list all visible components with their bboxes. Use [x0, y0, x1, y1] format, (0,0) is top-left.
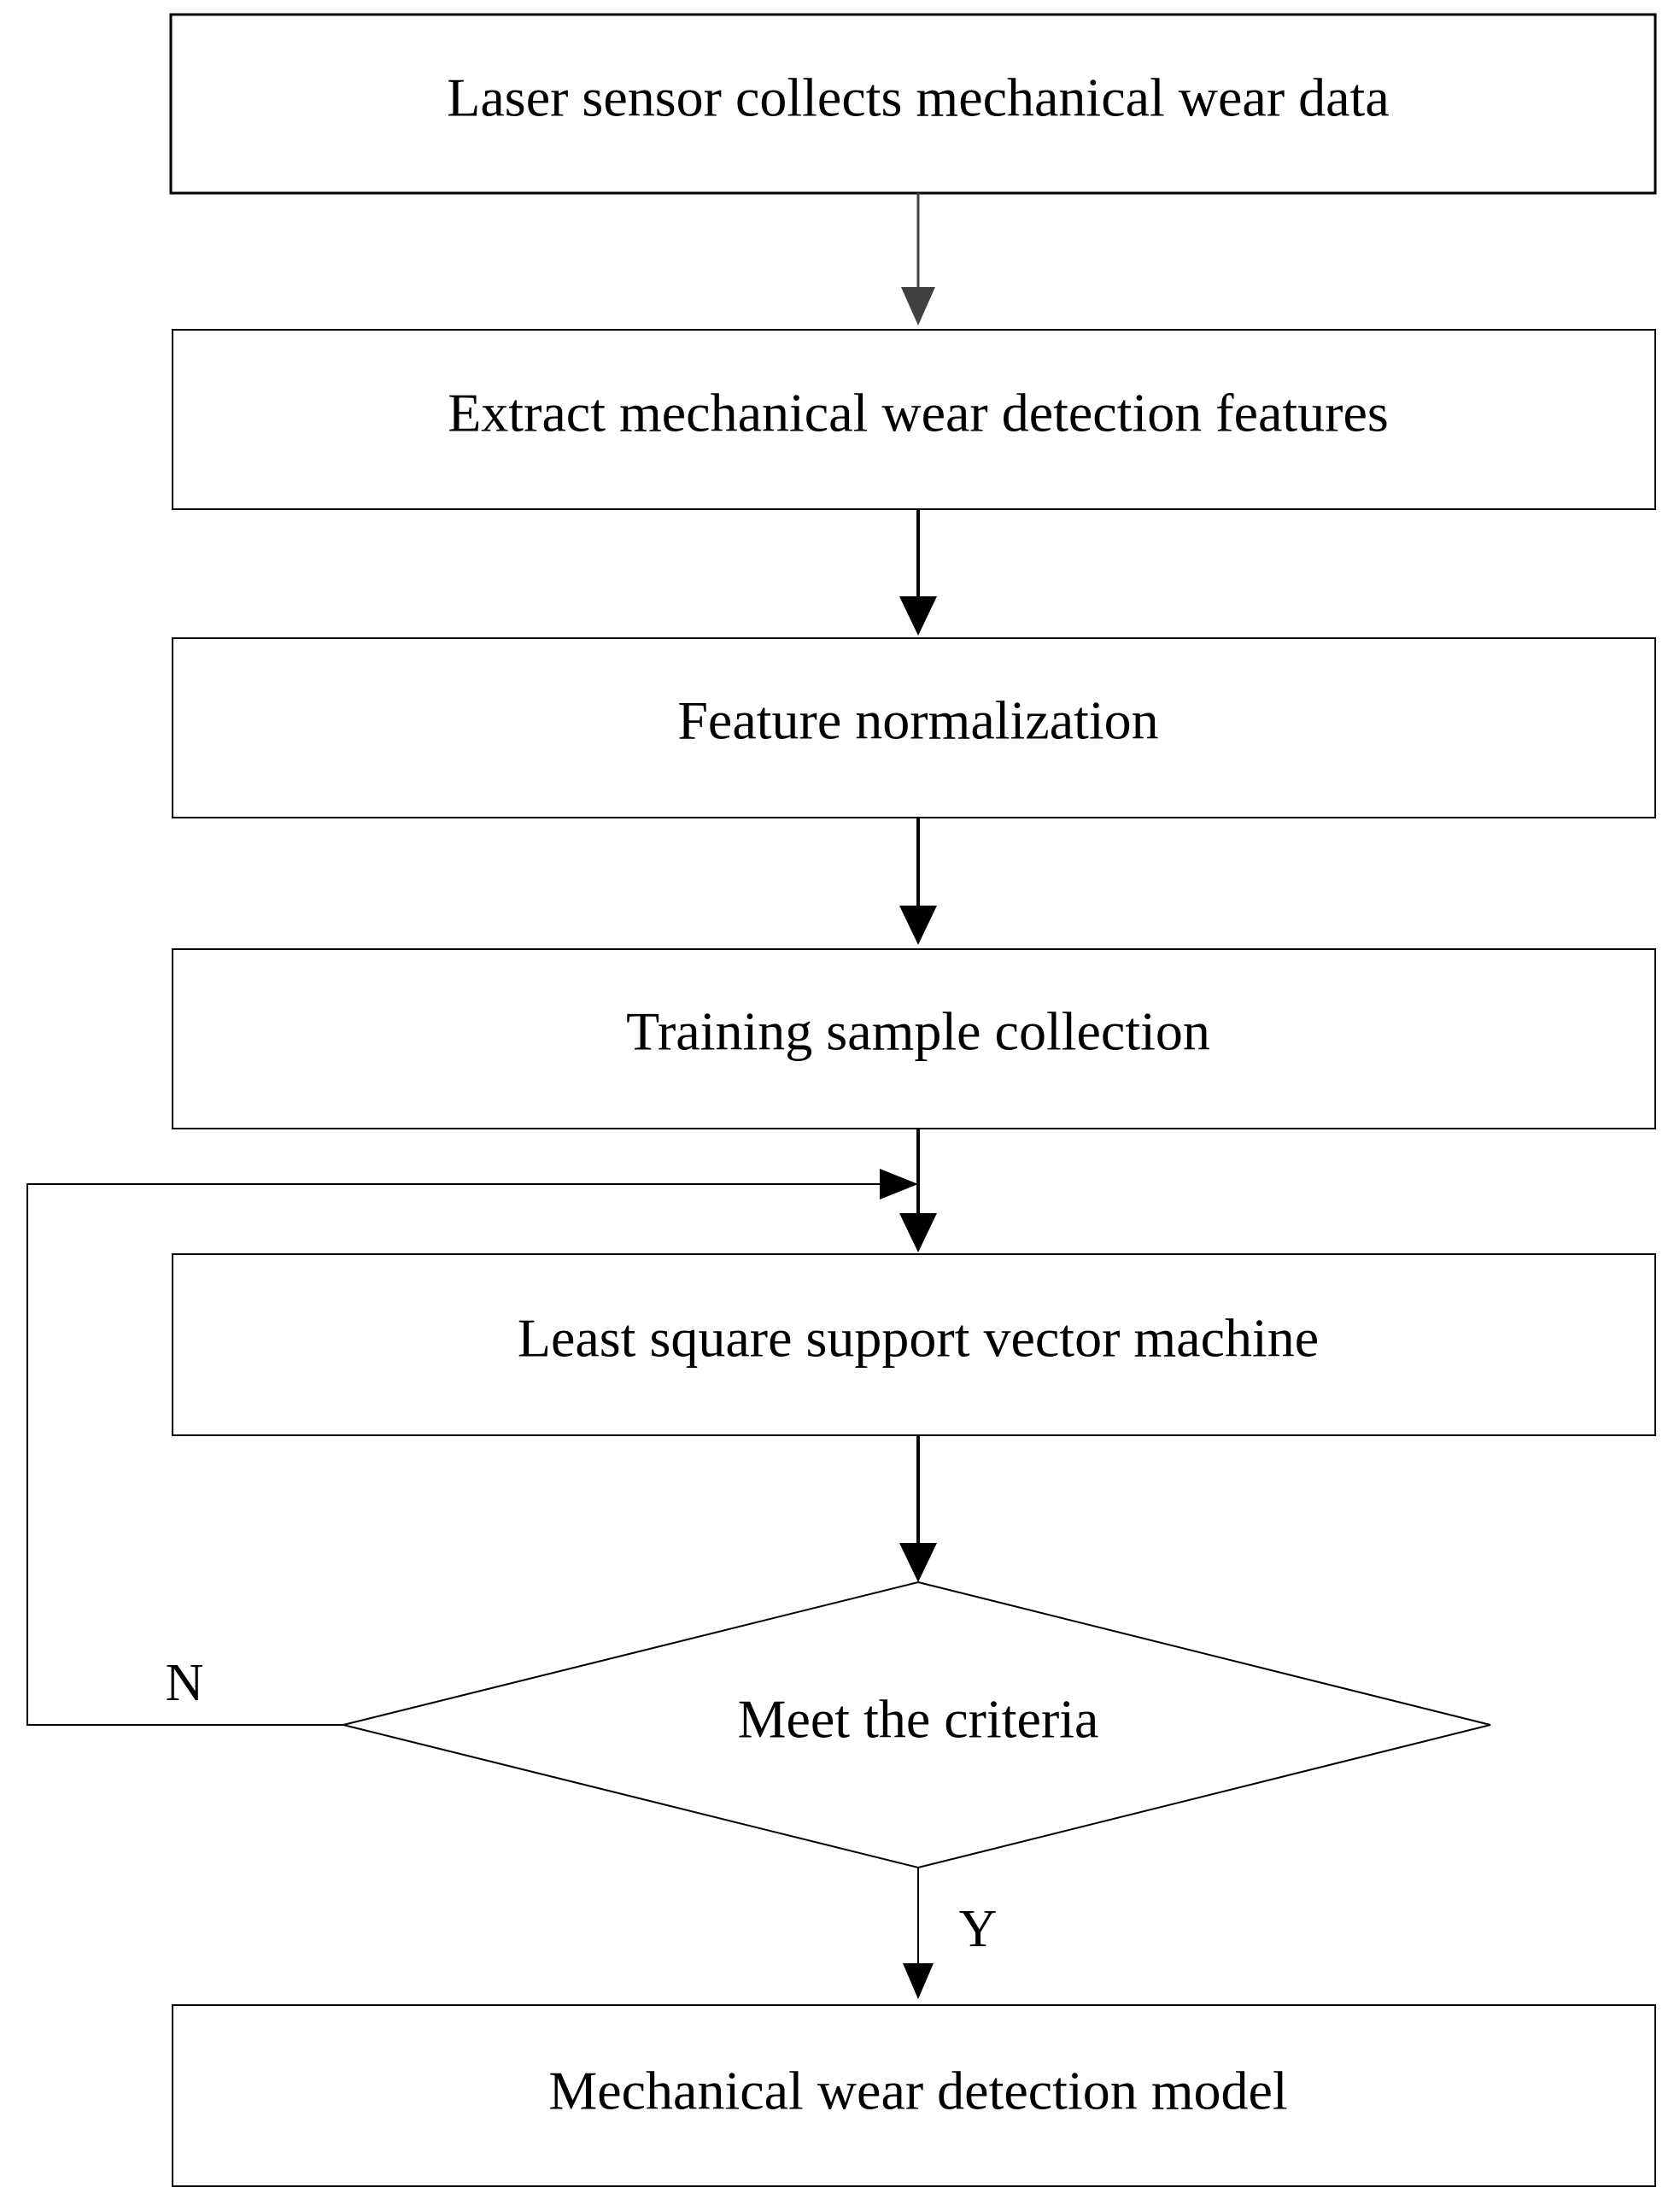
no-branch-label: N [166, 1654, 204, 1712]
decision-diamond: Meet the criteria [342, 1581, 1491, 1869]
loop-back-no-path: N [26, 1169, 918, 1726]
decision-label: Meet the criteria [738, 1689, 1099, 1750]
arrow-normalize-to-training [899, 818, 937, 945]
step-box-detection-model: Mechanical wear detection model [172, 2004, 1656, 2187]
yes-branch-label: Y [959, 1900, 998, 1958]
step-box-feature-normalization: Feature normalization [172, 637, 1656, 818]
step-box-lssvm: Least square support vector machine [172, 1253, 1656, 1436]
step-label-lssvm: Least square support vector machine [518, 1308, 1319, 1369]
arrow-lssvm-to-decision [899, 1435, 937, 1582]
step-label-collect-data: Laser sensor collects mechanical wear da… [447, 67, 1389, 128]
step-label-training-samples: Training sample collection [626, 1001, 1210, 1062]
step-label-detection-model: Mechanical wear detection model [548, 2061, 1287, 2121]
step-box-extract-features: Extract mechanical wear detection featur… [172, 329, 1656, 510]
yes-path-arrow: Y [903, 1868, 997, 1999]
arrow-training-to-lssvm [899, 1129, 937, 1252]
arrow-extract-to-normalize [899, 509, 937, 636]
step-label-feature-normalization: Feature normalization [677, 690, 1158, 751]
step-box-collect-data: Laser sensor collects mechanical wear da… [169, 13, 1657, 195]
step-label-extract-features: Extract mechanical wear detection featur… [448, 383, 1389, 443]
step-box-training-samples: Training sample collection [172, 948, 1656, 1129]
arrow-collect-to-extract [901, 193, 935, 325]
